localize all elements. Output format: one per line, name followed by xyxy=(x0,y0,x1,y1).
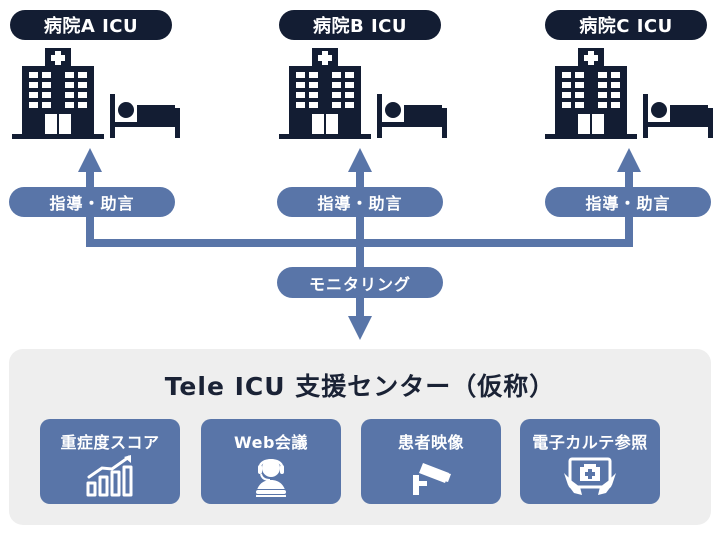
hospital-c-title: 病院C ICU xyxy=(545,10,707,40)
hospital-building-icon xyxy=(279,48,371,139)
hospital-building-icon xyxy=(12,48,104,139)
bar-chart-trend-icon xyxy=(86,455,133,497)
advice-label-b: 指導・助言 xyxy=(277,187,443,217)
hospital-a-title: 病院A ICU xyxy=(10,10,172,40)
feature-label: 電子カルテ参照 xyxy=(532,433,648,452)
arrow-up-left xyxy=(78,148,102,172)
hospital-c-facility xyxy=(545,48,715,140)
hospital-bed-icon xyxy=(377,94,447,138)
feature-web-conference: Web会議 xyxy=(201,419,341,504)
hospital-b-title: 病院B ICU xyxy=(279,10,441,40)
advice-label-c: 指導・助言 xyxy=(545,187,711,217)
hospital-building-icon xyxy=(545,48,637,139)
tele-icu-center-panel: Tele ICU 支援センター（仮称） 重症度スコア Web会議 xyxy=(9,349,711,525)
feature-label: 患者映像 xyxy=(397,433,464,452)
hospital-bed-icon xyxy=(110,94,180,138)
advice-label-a: 指導・助言 xyxy=(9,187,175,217)
feature-patient-video: 患者映像 xyxy=(361,419,501,504)
arrow-down-center xyxy=(348,316,372,340)
feature-severity-score: 重症度スコア xyxy=(40,419,180,504)
medical-tablet-icon xyxy=(564,457,616,495)
monitoring-label: モニタリング xyxy=(277,267,443,298)
feature-emr-reference: 電子カルテ参照 xyxy=(520,419,660,504)
headset-operator-icon xyxy=(254,459,288,497)
arrow-up-center xyxy=(348,148,372,172)
feature-label: 重症度スコア xyxy=(60,433,160,452)
center-title: Tele ICU 支援センター（仮称） xyxy=(164,372,556,401)
connector-center xyxy=(356,168,364,320)
feature-label: Web会議 xyxy=(234,433,308,452)
hospital-a-facility xyxy=(12,48,182,140)
arrow-up-right xyxy=(617,148,641,172)
hospital-b-facility xyxy=(279,48,449,140)
hospital-bed-icon xyxy=(643,94,713,138)
security-camera-icon xyxy=(413,463,451,495)
